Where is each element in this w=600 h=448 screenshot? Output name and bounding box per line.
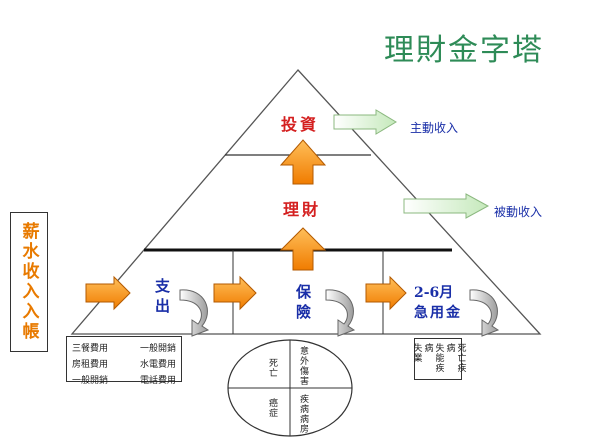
diagram-title: 理財金字塔 xyxy=(384,33,544,68)
insurance-label: 保險 xyxy=(294,284,312,324)
emergency-fund-months-label: 2-6月 xyxy=(414,285,454,301)
curved-arrow-emergency xyxy=(469,289,500,337)
expense-item: 水電費用 xyxy=(139,360,176,370)
expense-item: 電話費用 xyxy=(139,376,176,386)
emergency-fund-label: 急用金 xyxy=(414,305,462,321)
risk-column: 失業 xyxy=(411,343,422,363)
expense-row: 一般開銷 電話費用 xyxy=(72,373,176,386)
expense-item: 一般開銷 xyxy=(139,344,176,354)
financial-management-label: 理財 xyxy=(283,200,322,219)
investment-label: 投資 xyxy=(281,115,320,134)
curved-arrow-expense xyxy=(179,289,210,337)
expense-row: 房租費用 水電費用 xyxy=(72,357,176,370)
expense-items-box: 三餐費用 一般開銷 房租費用 水電費用 一般開銷 電話費用 xyxy=(66,336,182,386)
active-income-label: 主動收入 xyxy=(410,121,459,135)
expense-to-insurance-arrow xyxy=(213,275,257,311)
expense-label: 支出 xyxy=(153,278,171,318)
insurance-quadrant-cancer: 癌症 xyxy=(267,398,277,418)
up-arrow-top xyxy=(279,139,327,185)
insurance-quadrant-death: 死亡 xyxy=(267,358,277,378)
risk-items-box: 失業 失能疾病 死亡疾病 xyxy=(411,338,466,380)
active-income-arrow xyxy=(333,109,397,135)
expense-item: 一般開銷 xyxy=(72,376,109,386)
salary-flow-arrow xyxy=(85,275,131,311)
passive-income-label: 被動收入 xyxy=(494,205,543,219)
expense-item: 房租費用 xyxy=(72,360,109,370)
salary-income-box: 薪水收入入帳 xyxy=(10,212,48,352)
risk-column: 失能疾病 xyxy=(422,343,444,373)
insurance-to-emergency-arrow xyxy=(365,275,407,311)
insurance-quadrant-accident: 意外傷害 xyxy=(298,346,308,386)
insurance-quadrant-disease: 疾病病房 xyxy=(298,394,308,434)
salary-income-label: 薪水收入入帳 xyxy=(18,222,39,342)
expense-row: 三餐費用 一般開銷 xyxy=(72,341,176,354)
up-arrow-middle xyxy=(279,227,327,271)
passive-income-arrow xyxy=(403,193,490,219)
expense-item: 三餐費用 xyxy=(72,344,109,354)
curved-arrow-insurance xyxy=(325,289,356,337)
risk-column: 死亡疾病 xyxy=(444,343,466,373)
